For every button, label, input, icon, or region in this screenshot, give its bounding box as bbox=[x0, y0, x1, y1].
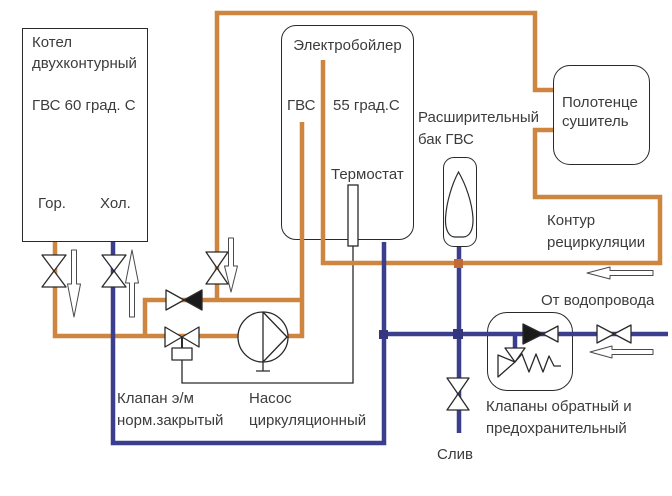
junction-cold-drain bbox=[453, 329, 463, 339]
towel-dryer-label-2: сушитель bbox=[562, 113, 629, 130]
water-supply-label: От водопровода bbox=[541, 292, 655, 309]
valve-boiler-hot bbox=[41, 254, 67, 288]
solenoid-valve-symbol bbox=[164, 326, 200, 361]
flow-arrow-recirculation-left bbox=[586, 266, 654, 280]
valve-group-box bbox=[487, 312, 573, 391]
boiler-port-cold-label: Хол. bbox=[100, 195, 131, 212]
safety-valve bbox=[497, 347, 561, 378]
junction-dots bbox=[379, 259, 463, 339]
pump-label-2: циркуляционный bbox=[249, 412, 367, 429]
pump-label-1: Насос bbox=[249, 390, 292, 407]
boiler-port-hot-label: Гор. bbox=[38, 195, 66, 212]
thermostat-label: Термостат bbox=[331, 166, 404, 183]
expansion-tank-label-2: бак ГВС bbox=[418, 131, 474, 148]
boiler-type: двухконтурный bbox=[32, 55, 137, 72]
electroboiler-temp-label: 55 град.С bbox=[333, 97, 400, 114]
electroboiler-title: Электробойлер bbox=[293, 37, 402, 54]
flow-arrow-riser-down bbox=[224, 237, 238, 293]
electroboiler-dhw-label: ГВС bbox=[287, 97, 316, 114]
flow-arrow-cold-up bbox=[125, 249, 139, 318]
valve-group-label-1: Клапаны обратный и bbox=[486, 398, 632, 415]
thermostat-sensor bbox=[347, 184, 359, 247]
flow-arrows bbox=[67, 237, 654, 359]
boiler-title: Котел bbox=[32, 34, 73, 51]
valves bbox=[41, 251, 632, 411]
supply-check-valve bbox=[522, 323, 559, 345]
solenoid-valve-label-2: норм.закрытый bbox=[117, 412, 224, 429]
towel-dryer-box bbox=[553, 65, 650, 165]
check-valve bbox=[165, 289, 203, 311]
circulation-pump-symbol bbox=[237, 311, 289, 363]
valve-group-label-2: предохранительный bbox=[486, 420, 627, 437]
valve-riser bbox=[205, 251, 229, 285]
expansion-tank-label-1: Расширительный bbox=[418, 109, 540, 126]
towel-dryer-label-1: Полотенце bbox=[562, 94, 638, 111]
recirculation-label-1: Контур bbox=[547, 212, 596, 229]
boiler-box bbox=[22, 28, 148, 242]
valve-boiler-cold bbox=[101, 254, 127, 288]
solenoid-valve-label-1: Клапан э/м bbox=[117, 390, 194, 407]
valve-water-supply bbox=[596, 324, 632, 344]
flow-arrow-hot-down bbox=[67, 249, 81, 318]
control-wire bbox=[181, 246, 354, 384]
drain-label: Слив bbox=[437, 446, 473, 463]
recirculation-label-2: рециркуляции bbox=[547, 234, 646, 251]
valve-drain bbox=[446, 377, 470, 411]
expansion-tank-membrane bbox=[444, 170, 474, 238]
boiler-temp: ГВС 60 град. С bbox=[32, 97, 136, 114]
flow-arrow-supply-left bbox=[589, 345, 654, 359]
junction-cold-boiler bbox=[379, 330, 388, 339]
junction-recirc-tank bbox=[454, 259, 463, 268]
